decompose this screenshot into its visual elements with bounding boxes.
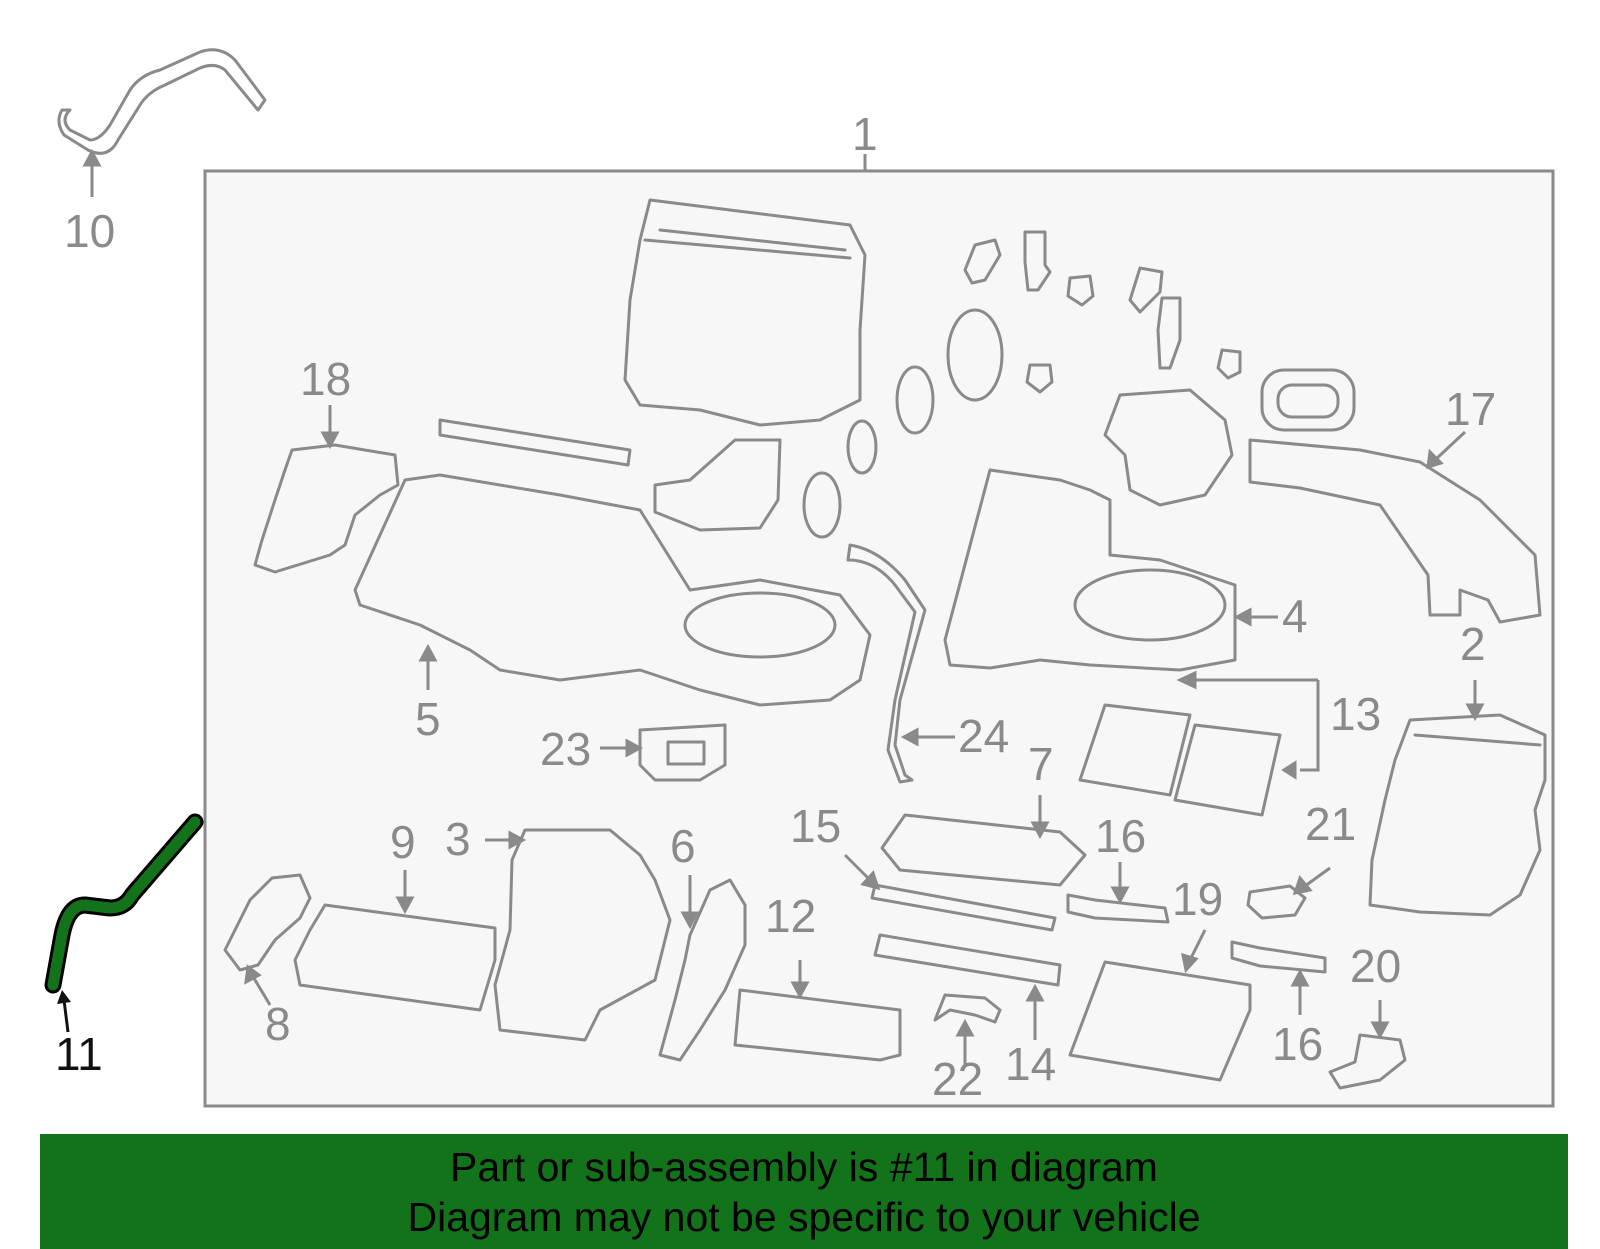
part-23-resistor[interactable]	[638, 723, 727, 782]
part-21-bracket[interactable]	[1246, 884, 1307, 920]
part-7-filter-frame[interactable]	[880, 813, 1087, 887]
part-actuator-a[interactable]	[963, 238, 1002, 285]
part-10-hose[interactable]	[57, 48, 267, 155]
banner-line-disclaimer: Diagram may not be specific to your vehi…	[407, 1194, 1201, 1240]
leader-21	[1304, 866, 1331, 888]
callout-8: 8	[265, 998, 291, 1050]
part-17-duct[interactable]	[1248, 438, 1542, 624]
callout-22: 22	[932, 1053, 983, 1105]
part-4-blower-housing[interactable]	[943, 468, 1237, 672]
callout-11: 11	[55, 1028, 103, 1080]
callout-7: 7	[1028, 738, 1054, 790]
assembly-panel	[203, 169, 1555, 1108]
part-actuator-c[interactable]	[1128, 266, 1164, 314]
banner-line-part: Part or sub-assembly is #11 in diagram	[450, 1144, 1158, 1190]
part-small-duct[interactable]	[1103, 388, 1234, 507]
callout-5: 5	[415, 693, 441, 745]
part-motor-ring-1[interactable]	[802, 471, 842, 539]
part-3-module[interactable]	[493, 828, 672, 1042]
callout-6: 6	[670, 820, 696, 872]
callout-13: 13	[1330, 688, 1381, 740]
part-clip-c[interactable]	[1216, 348, 1242, 380]
leader-13	[1190, 678, 1320, 772]
part-actuator-b[interactable]	[1023, 230, 1052, 292]
part-motor-ring-2[interactable]	[846, 419, 878, 475]
part-19-core[interactable]	[1068, 960, 1252, 1082]
part-motor-ring-3[interactable]	[895, 365, 935, 435]
leader-19	[1188, 929, 1207, 961]
callout-21: 21	[1305, 798, 1356, 850]
part-24-tube[interactable]	[846, 543, 927, 784]
part-upper-module[interactable]	[623, 198, 867, 427]
callout-24: 24	[958, 710, 1009, 762]
part-22-harness[interactable]	[933, 993, 1002, 1024]
part-18-duct[interactable]	[253, 443, 400, 574]
part-actuator-d[interactable]	[1156, 296, 1182, 370]
part-15-strip[interactable]	[870, 883, 1057, 932]
callout-3: 3	[445, 813, 471, 865]
part-6-actuator[interactable]	[658, 878, 747, 1062]
part-motor-disc[interactable]	[946, 308, 1004, 402]
callout-16a: 16	[1095, 810, 1146, 862]
callout-18: 18	[300, 353, 351, 405]
callout-15: 15	[790, 800, 841, 852]
part-clip-a[interactable]	[1066, 274, 1095, 307]
leader-8	[250, 974, 272, 1006]
callout-16b: 16	[1272, 1018, 1323, 1070]
part-seal-ring[interactable]	[1260, 368, 1356, 432]
part-clip-b[interactable]	[1025, 363, 1054, 394]
callout-14: 14	[1005, 1038, 1056, 1090]
part-info-banner: Part or sub-assembly is #11 in diagram D…	[40, 1134, 1568, 1249]
leader-17	[1433, 430, 1467, 462]
part-2-module[interactable]	[1368, 713, 1547, 917]
part-20-bracket[interactable]	[1328, 1033, 1407, 1090]
leader-11	[62, 999, 70, 1033]
part-13-filter-a[interactable]	[1078, 703, 1192, 797]
callout-9: 9	[390, 816, 416, 868]
callout-4: 4	[1282, 590, 1308, 642]
callout-10: 10	[64, 205, 115, 257]
part-16-fitting-b[interactable]	[1230, 940, 1327, 974]
part-5-housing[interactable]	[353, 473, 872, 707]
callout-23: 23	[540, 723, 591, 775]
part-14-plate[interactable]	[873, 933, 1062, 987]
part-9-core[interactable]	[293, 903, 497, 1012]
callout-20: 20	[1350, 940, 1401, 992]
callout-1: 1	[852, 108, 878, 160]
callout-19: 19	[1172, 873, 1223, 925]
part-12-core[interactable]	[733, 988, 902, 1062]
part-8-duct[interactable]	[223, 873, 312, 972]
part-16-fitting-a[interactable]	[1066, 893, 1170, 924]
part-bracket[interactable]	[653, 438, 782, 532]
callout-2: 2	[1460, 618, 1486, 670]
callout-17: 17	[1445, 383, 1496, 435]
part-13-filter-b[interactable]	[1173, 723, 1282, 817]
callout-12: 12	[765, 890, 816, 942]
